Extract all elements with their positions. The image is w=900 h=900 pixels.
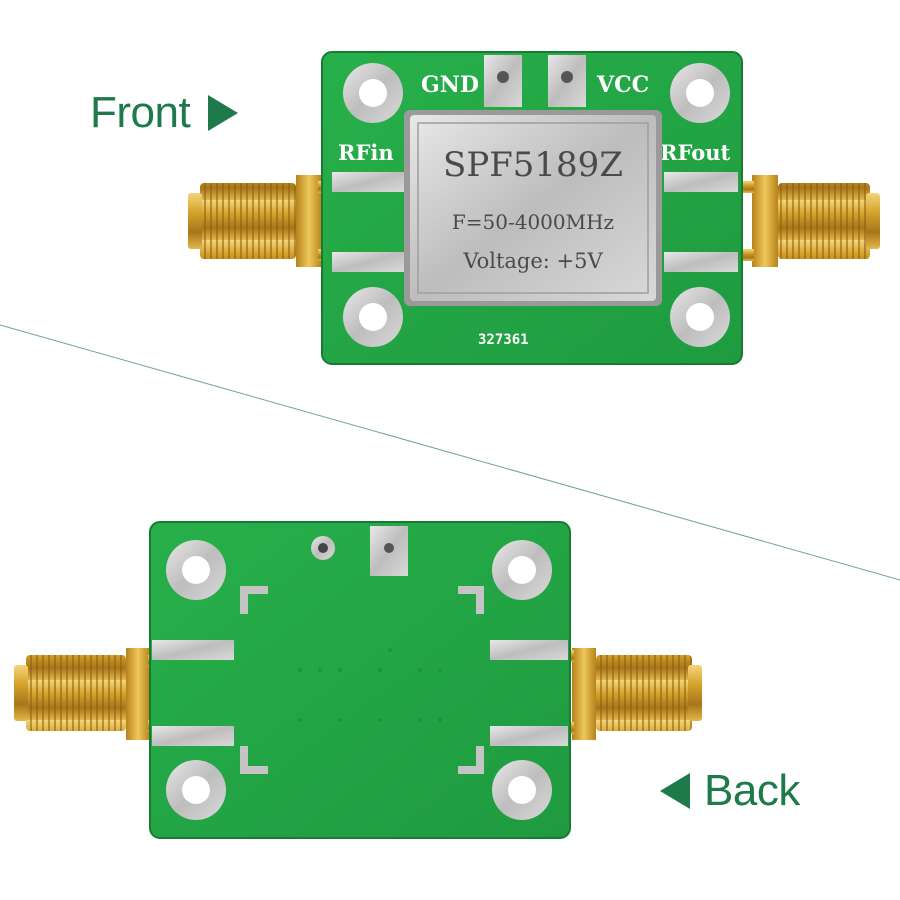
triangle-right-icon — [208, 95, 239, 131]
rfin-label: RFin — [338, 140, 394, 165]
back-sma-right — [520, 648, 702, 740]
gnd-label: GND — [421, 72, 479, 98]
rfout-label: RFout — [660, 140, 730, 165]
back-label-text: Back — [704, 766, 800, 815]
triangle-left-icon — [660, 773, 690, 809]
chip-model-text: SPF5189Z — [443, 145, 623, 185]
back-board — [14, 521, 702, 839]
front-board: GND VCC RFin RFout 327361 SPF5189Z F=50-… — [188, 51, 880, 365]
front-label-text: Front — [90, 88, 191, 137]
serial-label: 327361 — [478, 332, 529, 348]
divider-line — [0, 324, 900, 581]
front-mount-holes — [343, 63, 730, 347]
voltage-text: Voltage: +5V — [462, 249, 603, 273]
shield-can: SPF5189Z F=50-4000MHz Voltage: +5V — [404, 110, 662, 306]
frequency-text: F=50-4000MHz — [452, 210, 614, 234]
back-mount-holes — [166, 540, 552, 820]
vcc-label: VCC — [596, 72, 649, 98]
back-label: Back — [660, 766, 800, 816]
front-label: Front — [90, 88, 239, 138]
